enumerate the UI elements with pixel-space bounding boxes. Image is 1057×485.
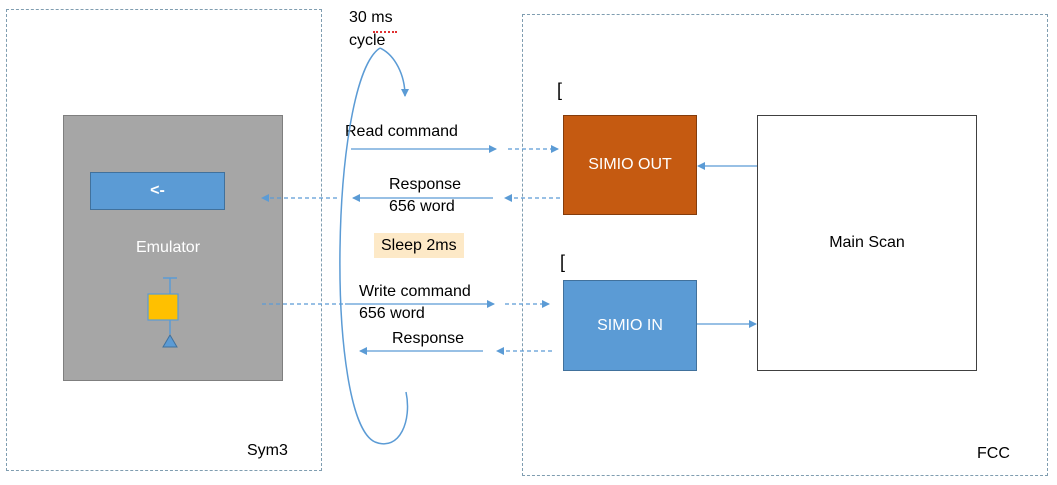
emulator-label: Emulator — [136, 239, 201, 256]
fcc-frame — [522, 14, 1048, 476]
cycle-time-label: 30 ms — [349, 9, 393, 26]
word-count-label-1: 656 word — [389, 198, 455, 215]
read-command-label: Read command — [345, 123, 458, 140]
cycle-loop-arrow — [339, 47, 409, 445]
bracket-mark-top: [ — [557, 80, 563, 100]
spellcheck-underline — [373, 28, 397, 33]
simio-in-block: SIMIO IN — [563, 280, 697, 371]
response-label-1: Response — [389, 176, 462, 193]
fcc-label: FCC — [977, 445, 1010, 462]
emulator-arrow-button[interactable]: <- — [90, 172, 225, 210]
write-command-label: Write command — [359, 283, 471, 300]
sym3-frame — [6, 9, 322, 471]
valve-icon — [147, 277, 179, 348]
sleep-label: Sleep 2ms — [374, 233, 464, 258]
response-label-2: Response — [392, 330, 465, 347]
cycle-loop-arrow-top — [379, 47, 409, 97]
cycle-label: cycle — [349, 32, 386, 49]
simio-out-block: SIMIO OUT — [563, 115, 697, 215]
bracket-mark-bottom: [ — [560, 252, 566, 272]
emulator-box — [63, 115, 283, 381]
main-scan-block: Main Scan — [757, 115, 977, 371]
sym3-label: Sym3 — [247, 442, 288, 459]
word-count-label-2: 656 word — [359, 305, 425, 322]
